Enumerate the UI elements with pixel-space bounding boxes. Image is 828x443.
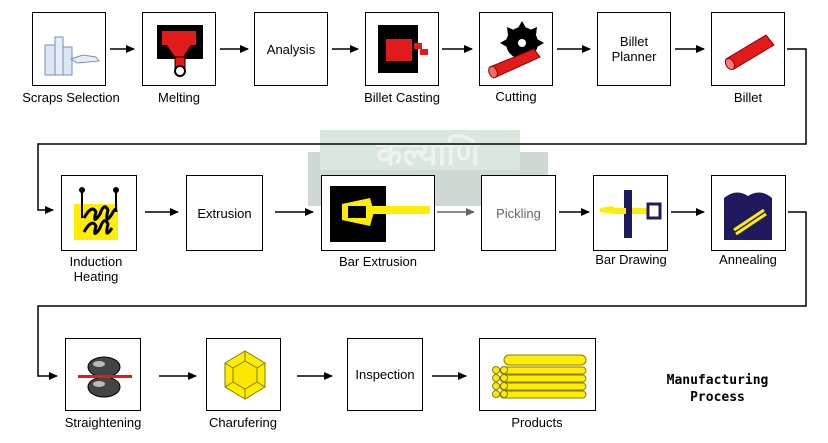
watermark-text: कल्याणि	[375, 133, 481, 174]
arrow-billet-to-induction	[37, 48, 807, 214]
induction-coil-icon	[74, 187, 119, 240]
step-box-induction-heating	[61, 175, 137, 251]
step-label-annealing: Annealing	[719, 252, 777, 267]
step-label-billet-casting: Billet Casting	[364, 90, 440, 105]
saw-blade-icon	[488, 21, 544, 79]
annealing-furnace-icon	[724, 192, 772, 240]
step-label-extrusion: Extrusion	[197, 205, 252, 221]
step-label-billet-planner: Billet Planner	[611, 34, 657, 64]
step-label-scraps-selection: Scraps Selection	[22, 90, 120, 105]
step-label-bar-drawing: Bar Drawing	[595, 252, 667, 267]
chamfer-hexagon-icon	[224, 350, 266, 400]
step-label-analysis: Analysis	[266, 41, 316, 57]
step-box-billet-casting	[365, 12, 439, 86]
step-box-cutting	[479, 12, 553, 86]
step-label-charufering: Charufering	[209, 415, 277, 430]
bar-bundle-icon	[492, 354, 587, 399]
billet-rod-icon	[724, 34, 775, 71]
straightening-rollers-icon	[78, 356, 132, 398]
step-box-billet-planner: Billet Planner	[597, 12, 671, 86]
step-box-pickling: Pickling	[481, 175, 556, 251]
step-box-extrusion: Extrusion	[186, 175, 263, 251]
step-label-billet: Billet	[733, 90, 763, 105]
step-label-induction-heating: Induction Heating	[69, 254, 123, 284]
step-box-bar-extrusion	[321, 175, 435, 251]
step-box-inspection: Inspection	[347, 338, 423, 411]
step-label-bar-extrusion: Bar Extrusion	[338, 254, 418, 269]
step-box-analysis: Analysis	[254, 12, 328, 86]
step-box-scraps-selection	[32, 12, 106, 86]
step-box-melting	[142, 12, 216, 86]
casting-mold-icon	[378, 25, 428, 73]
step-label-inspection: Inspection	[355, 367, 415, 382]
step-label-melting: Melting	[158, 90, 200, 105]
step-label-products: Products	[511, 415, 563, 430]
step-label-cutting: Cutting	[495, 89, 537, 104]
step-label-pickling: Pickling	[496, 205, 541, 221]
step-label-straightening: Straightening	[64, 415, 142, 430]
furnace-icon	[157, 25, 203, 77]
step-box-annealing	[711, 175, 786, 251]
diagram-title: Manufacturing Process	[666, 373, 769, 405]
step-box-billet	[711, 12, 785, 86]
step-box-bar-drawing	[593, 175, 668, 251]
step-box-straightening	[65, 338, 141, 411]
drawing-die-icon	[600, 190, 662, 238]
scrap-pile-icon	[44, 36, 100, 76]
step-box-charufering	[206, 338, 281, 411]
step-box-products	[479, 338, 596, 411]
extrusion-press-icon	[330, 186, 430, 242]
arrow-annealing-to-straightening	[37, 211, 807, 380]
